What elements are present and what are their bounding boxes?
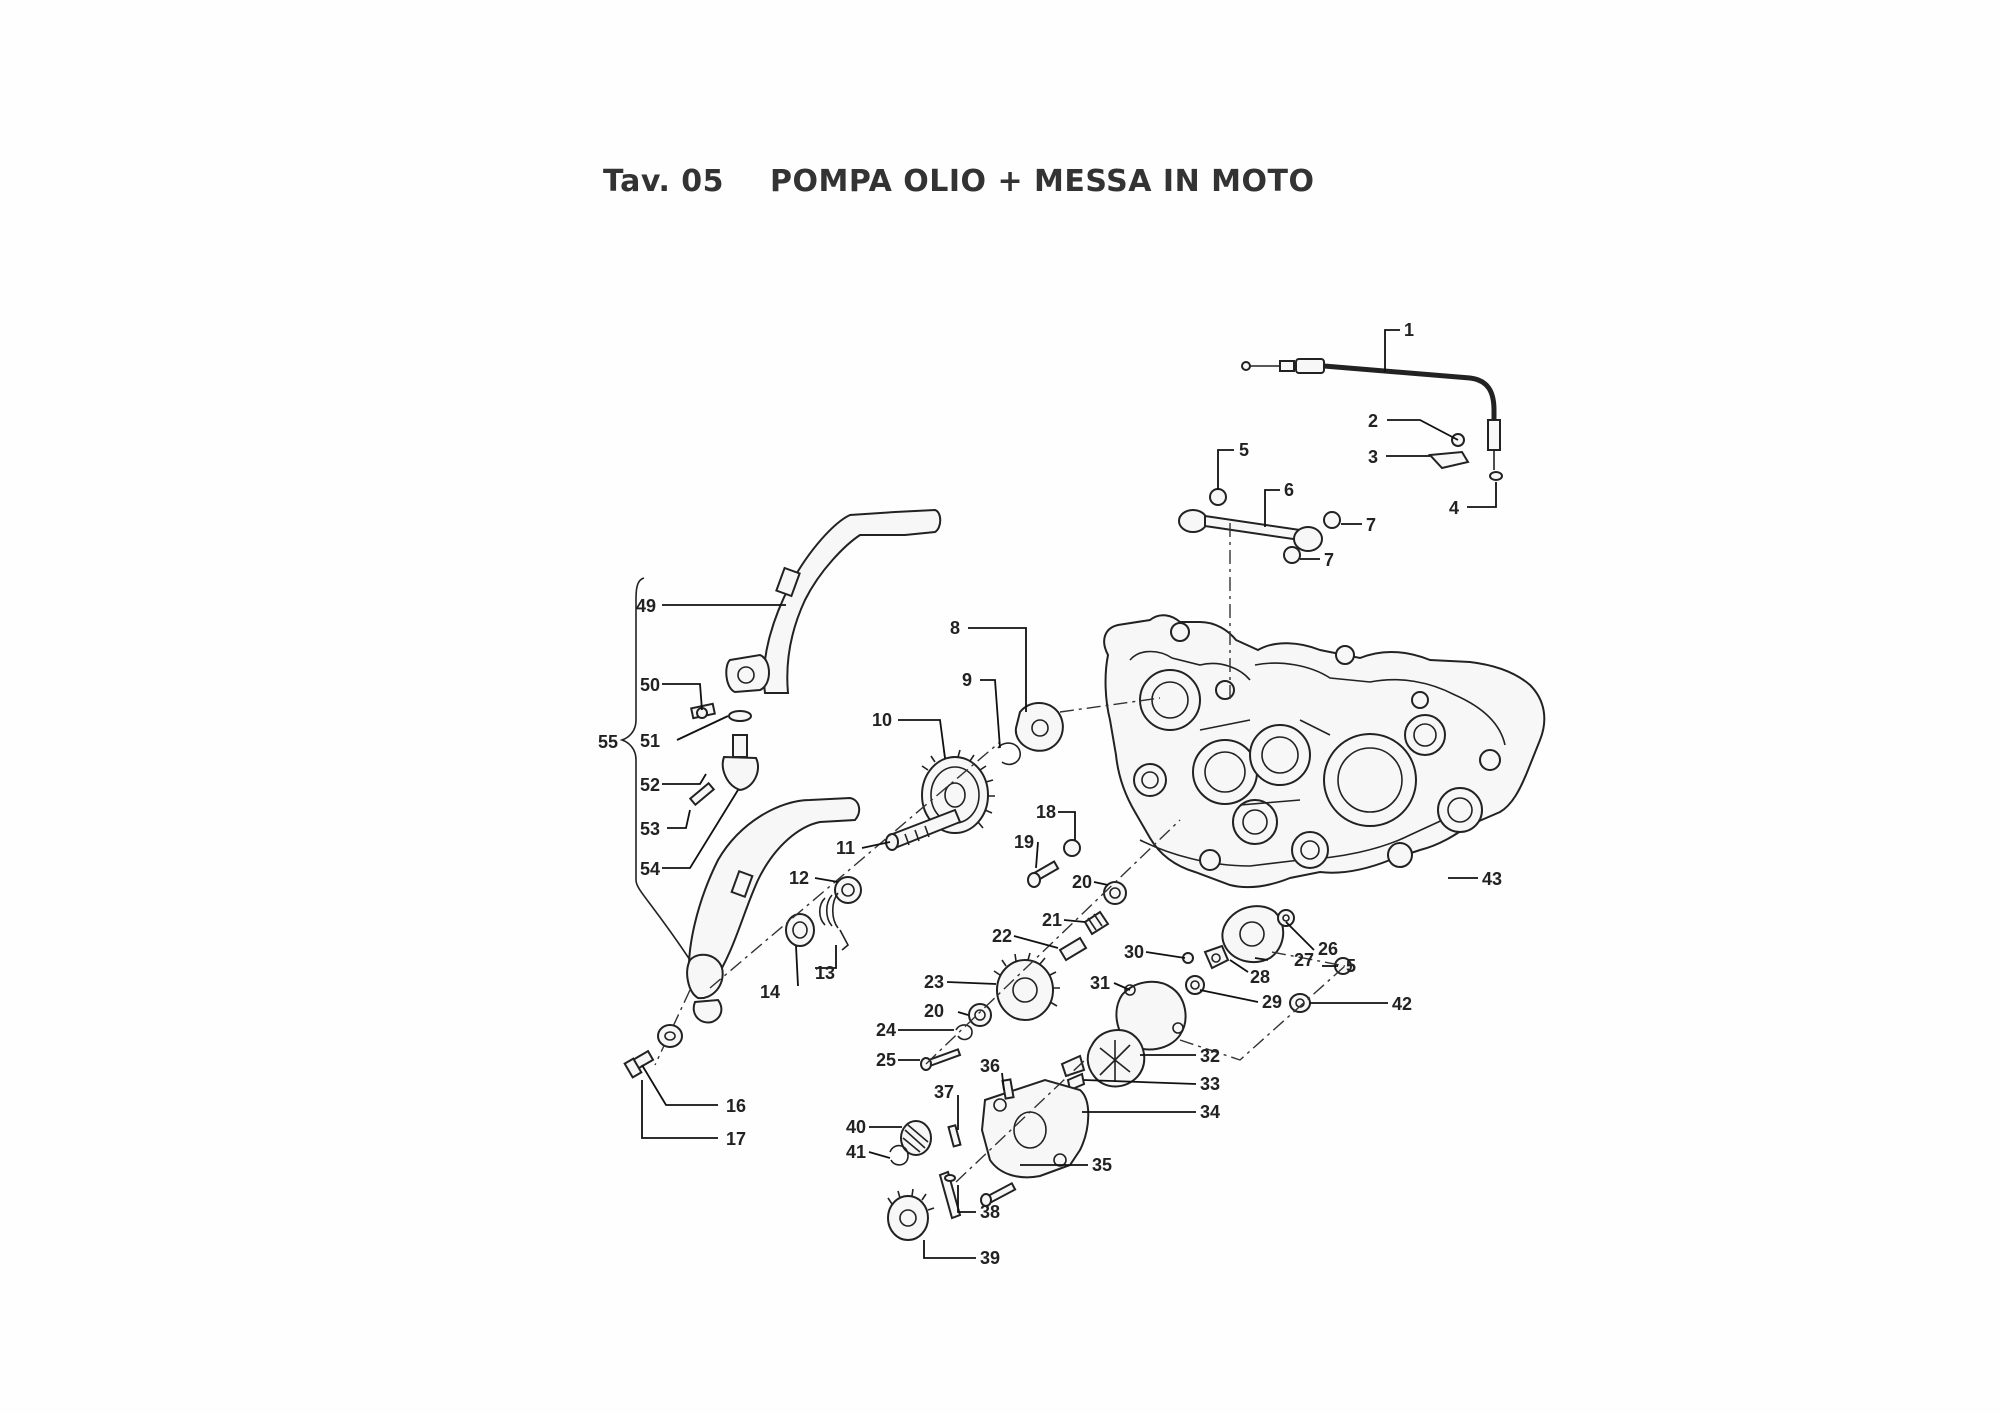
callout-5b: 5 [1346, 956, 1356, 976]
callout-20a: 20 [1072, 872, 1092, 892]
callout-51: 51 [640, 731, 660, 751]
callout-24: 24 [876, 1020, 896, 1040]
callout-32: 32 [1200, 1046, 1220, 1066]
callout-10: 10 [872, 710, 892, 730]
drive-worm [1083, 910, 1110, 936]
callout-labels: 1 2 3 4 5 6 7 7 8 9 10 11 12 13 14 16 17… [598, 320, 1502, 1268]
callout-4: 4 [1449, 498, 1459, 518]
callout-55: 55 [598, 732, 618, 752]
callout-52: 52 [640, 775, 660, 795]
clutch-lever-arm [1178, 488, 1341, 564]
pump-body [980, 1078, 1090, 1179]
pump-rotor-housing [1221, 905, 1285, 964]
clutch-cable [1241, 358, 1503, 481]
pump-o-ring [1277, 909, 1295, 927]
kick-bolt-washer [623, 1024, 683, 1079]
cable-bracket [1427, 433, 1470, 470]
pump-drive-shaft [938, 1170, 962, 1220]
pump-mount-line-2 [1271, 951, 1346, 967]
callout-5: 5 [1239, 440, 1249, 460]
callout-28: 28 [1250, 967, 1270, 987]
table-title: POMPA OLIO + MESSA IN MOTO [770, 164, 1315, 199]
callout-19: 19 [1014, 832, 1034, 852]
pump-shaft-axis-line [955, 1059, 1086, 1183]
leader-lines [619, 329, 1497, 1259]
table-code: Tav. 05 [603, 164, 725, 199]
callout-25: 25 [876, 1050, 896, 1070]
kick-starter-lever-lower [654, 796, 861, 1066]
callout-27: 27 [1294, 950, 1314, 970]
callout-11: 11 [836, 838, 855, 858]
callout-40: 40 [846, 1117, 866, 1137]
callout-35: 35 [1092, 1155, 1112, 1175]
callout-18: 18 [1036, 802, 1056, 822]
pump-filter-screen [900, 1120, 932, 1156]
kick-shaft [885, 808, 962, 851]
callout-9: 9 [962, 670, 972, 690]
crankcase-half [1103, 614, 1546, 889]
callout-23: 23 [924, 972, 944, 992]
callout-6: 6 [1284, 480, 1294, 500]
kick-gear [921, 749, 995, 834]
callout-41: 41 [846, 1142, 866, 1162]
pump-shaft-coupling [1060, 1054, 1086, 1092]
kick-ratchet-plate [1014, 702, 1064, 752]
callout-38: 38 [980, 1202, 1000, 1222]
callout-13: 13 [815, 963, 835, 983]
callout-53: 53 [640, 819, 660, 839]
callout-37: 37 [934, 1082, 954, 1102]
callout-7b: 7 [1324, 550, 1334, 570]
kick-starter-lever-upper [688, 508, 942, 807]
pump-axis-line [925, 819, 1181, 1065]
callout-2: 2 [1368, 411, 1378, 431]
pump-driven-gear [887, 1188, 935, 1241]
callout-34: 34 [1200, 1102, 1220, 1122]
callout-39: 39 [980, 1248, 1000, 1268]
callout-43: 43 [1482, 869, 1502, 889]
callout-54: 54 [640, 859, 660, 879]
kick-bushing [785, 913, 815, 947]
callout-36: 36 [980, 1056, 1000, 1076]
callout-31: 31 [1090, 973, 1110, 993]
callout-50: 50 [640, 675, 660, 695]
pump-inner-rotor [1203, 944, 1230, 970]
pump-mount-line [1179, 965, 1346, 1061]
pump-outer-rotor [1086, 1029, 1146, 1088]
callout-21: 21 [1042, 910, 1062, 930]
pump-screws [980, 1078, 1017, 1207]
callout-16: 16 [726, 1096, 746, 1116]
pump-filter-clip [889, 1144, 909, 1166]
kick-spring-clip [997, 742, 1021, 766]
callout-29: 29 [1262, 992, 1282, 1012]
kick-washer [834, 876, 862, 904]
callout-12: 12 [789, 868, 809, 888]
crankcase-plug [1289, 957, 1352, 1013]
pump-pin [947, 1124, 962, 1148]
callout-42: 42 [1392, 994, 1412, 1014]
drive-bolt [1027, 839, 1081, 888]
callout-30: 30 [1124, 942, 1144, 962]
pump-seal [1185, 975, 1205, 995]
callout-49: 49 [636, 596, 656, 616]
callout-3: 3 [1368, 447, 1378, 467]
callout-7a: 7 [1366, 515, 1376, 535]
drive-pin [1058, 936, 1088, 962]
pump-drive-gear [993, 952, 1060, 1021]
callout-33: 33 [1200, 1074, 1220, 1094]
callout-1: 1 [1404, 320, 1414, 340]
callout-22: 22 [992, 926, 1012, 946]
drive-screw [920, 1048, 962, 1071]
callout-14: 14 [760, 982, 780, 1002]
kick-axis-line [709, 741, 1001, 989]
callout-26: 26 [1318, 939, 1338, 959]
callout-8: 8 [950, 618, 960, 638]
callout-17: 17 [726, 1129, 746, 1149]
circlip [955, 1024, 973, 1041]
ratchet-axis-line [1059, 697, 1161, 713]
callout-20b: 20 [924, 1001, 944, 1021]
kick-return-spring [818, 892, 850, 951]
